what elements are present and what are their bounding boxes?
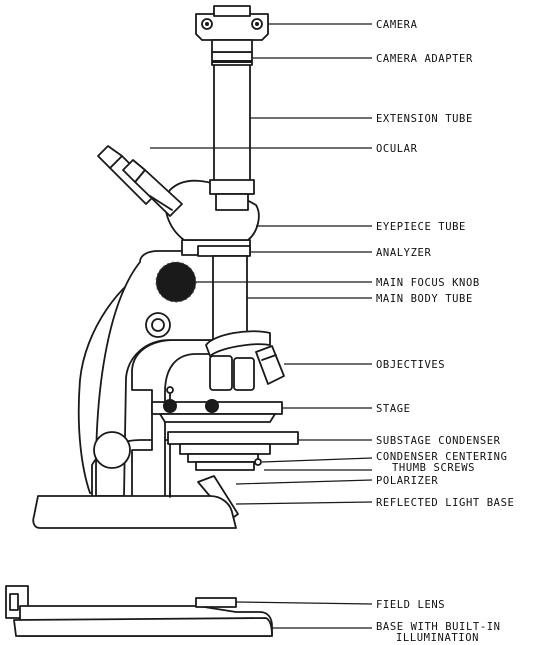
ocular-collar — [210, 180, 254, 194]
extension-tube — [214, 64, 250, 194]
label-polarizer: POLARIZER — [376, 475, 438, 487]
label-field-lens: FIELD LENS — [376, 599, 445, 611]
ocular-lower — [216, 194, 248, 210]
label-eyepiece-tube: EYEPIECE TUBE — [376, 221, 466, 233]
microscope-illustration — [6, 6, 298, 636]
labels: CAMERA CAMERA ADAPTER EXTENSION TUBE OCU… — [376, 19, 514, 644]
label-camera-adapter: CAMERA ADAPTER — [376, 53, 473, 65]
reflected-light-base — [33, 496, 236, 528]
binocular-oculars — [98, 146, 182, 216]
label-extension-tube: EXTENSION TUBE — [376, 113, 473, 125]
label-main-body-tube: MAIN BODY TUBE — [376, 293, 473, 305]
label-ocular: OCULAR — [376, 143, 418, 155]
label-illumination: ILLUMINATION — [396, 632, 479, 644]
camera-adapter — [212, 52, 252, 65]
camera — [196, 6, 268, 52]
main-body-tube — [213, 256, 247, 340]
stage — [152, 387, 282, 422]
label-camera: CAMERA — [376, 19, 418, 31]
label-substage-condenser: SUBSTAGE CONDENSER — [376, 435, 501, 447]
label-reflected-light-base: REFLECTED LIGHT BASE — [376, 497, 514, 509]
objectives — [206, 331, 284, 390]
field-lens — [196, 598, 236, 607]
coarse-knob-rear — [94, 432, 130, 468]
illumination-base — [6, 586, 272, 636]
analyzer-ring — [198, 246, 250, 256]
label-stage: STAGE — [376, 403, 411, 415]
label-main-focus-knob: MAIN FOCUS KNOB — [376, 277, 480, 289]
label-objectives: OBJECTIVES — [376, 359, 445, 371]
substage-condenser — [168, 432, 298, 470]
label-analyzer: ANALYZER — [376, 247, 431, 259]
label-thumb-screws: THUMB SCREWS — [392, 462, 475, 474]
